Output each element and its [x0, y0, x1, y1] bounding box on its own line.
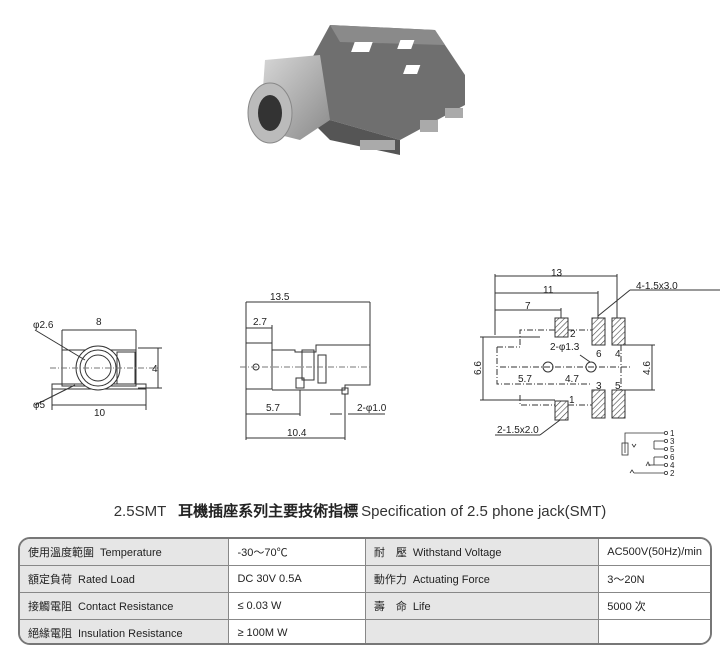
pin-label: 3: [596, 381, 602, 392]
spec-label: [364, 619, 600, 643]
dim-small-pads: 2-1.5x2.0: [497, 425, 539, 436]
spec-row: 使用溫度範圍 Temperature -30～70℃ 耐 壓 Withstand Vol…: [20, 539, 710, 566]
dim-pin-diameter: 2-φ1.0: [357, 403, 387, 414]
dim-4-7: 4.7: [565, 374, 579, 385]
spec-label-cn: 動作力: [373, 574, 407, 586]
spec-label-en: Temperature: [100, 547, 162, 559]
schematic-pin: 2: [670, 469, 675, 478]
spec-label-en: Life: [412, 601, 431, 613]
spec-label: 壽 命 Life: [364, 592, 600, 620]
spec-label-cn: 使用溫度範圍: [28, 547, 94, 559]
footprint-drawing: [480, 274, 720, 436]
spec-value: ≥ 100M W: [228, 619, 366, 643]
dim-bottom-width: 10: [94, 408, 106, 419]
spec-label-cn: 額定負荷: [28, 574, 72, 586]
spec-row: 絕緣電阻 Insulation Resistance ≥ 100M W: [20, 619, 710, 643]
spec-value: AC500V(50Hz)/min: [598, 539, 710, 566]
pin-label: 5: [615, 381, 621, 392]
spec-label: 接觸電阻 Contact Resistance: [20, 592, 230, 620]
spec-label-cn: 耐 壓: [373, 547, 407, 559]
spec-value: ≤ 0.03 W: [228, 592, 366, 620]
spec-label: 使用溫度範圍 Temperature: [20, 539, 230, 566]
spec-value: [598, 619, 710, 643]
pin-label: 6: [596, 349, 602, 360]
front-view-drawing: [34, 329, 162, 410]
spec-label: 動作力 Actuating Force: [364, 565, 600, 593]
footprint-pads: [554, 317, 626, 421]
schematic-pin: 4: [670, 461, 675, 470]
spec-label-cn: 接觸電阻: [28, 601, 72, 613]
model-name: 2.5SMT: [113, 503, 166, 520]
spec-label: 絕緣電阻 Insulation Resistance: [20, 619, 230, 643]
dim-pin1: 5.7: [266, 403, 280, 414]
dim-5-7: 5.7: [518, 374, 532, 385]
dim-11: 11: [543, 285, 554, 296]
dim-front: 2.7: [253, 317, 267, 328]
title-english: Specification of 2.5 phone jack(SMT): [361, 503, 607, 520]
dim-inner-diameter: φ2.6: [33, 320, 54, 331]
schematic-pin: 5: [670, 445, 675, 454]
schematic-pin: 1: [670, 429, 675, 438]
spec-label-en: Contact Resistance: [78, 601, 174, 613]
spec-label: 耐 壓 Withstand Voltage: [364, 539, 600, 566]
pin-label: 4: [615, 349, 621, 360]
spec-label: 額定負荷 Rated Load: [20, 565, 230, 593]
spec-row: 額定負荷 Rated Load DC 30V 0.5A 動作力 Actuating Fo…: [20, 565, 710, 593]
product-photo: [247, 25, 465, 155]
dim-6-6: 6.6: [473, 361, 484, 375]
spec-label-en: Actuating Force: [412, 574, 490, 586]
dim-holes: 2-φ1.3: [550, 342, 580, 353]
dim-height: 4: [152, 364, 158, 375]
dim-13: 13: [551, 268, 563, 279]
schematic-symbol: [621, 430, 669, 475]
schematic-pin: 3: [670, 437, 675, 446]
spec-value: 3～20N: [598, 565, 710, 593]
dim-4-6: 4.6: [642, 361, 653, 375]
dim-top-width: 8: [96, 317, 102, 328]
spec-label-en: Rated Load: [78, 574, 135, 586]
dim-outer-diameter: φ5: [33, 400, 45, 411]
dim-7: 7: [525, 301, 531, 312]
title-chinese: 耳機插座系列主要技術指標: [178, 503, 359, 520]
spec-value: 5000 次: [598, 592, 710, 620]
dim-length: 13.5: [270, 292, 290, 303]
side-view-drawing: [240, 301, 385, 440]
spec-label-en: Insulation Resistance: [78, 628, 183, 640]
spec-value: -30～70℃: [228, 539, 366, 566]
spec-value: DC 30V 0.5A: [228, 565, 366, 593]
pin-label: 1: [569, 395, 575, 406]
spec-table: 使用溫度範圍 Temperature -30～70℃ 耐 壓 Withstand Vol…: [18, 537, 712, 645]
pin-label: 2: [570, 329, 576, 340]
schematic-pin: 6: [670, 453, 675, 462]
spec-label-cn: 壽 命: [373, 601, 407, 613]
spec-label-en: Withstand Voltage: [412, 547, 502, 559]
spec-label-cn: 絕緣電阻: [28, 628, 72, 640]
spec-row: 接觸電阻 Contact Resistance ≤ 0.03 W 壽 命 Life 500…: [20, 592, 710, 620]
technical-drawings: φ2.6 8 4 φ5 10 13.5 2.7 5.7 2-φ1.0 10.4: [33, 25, 720, 478]
dim-pin2: 10.4: [287, 428, 307, 439]
dim-big-pads: 4-1.5x3.0: [636, 281, 678, 292]
